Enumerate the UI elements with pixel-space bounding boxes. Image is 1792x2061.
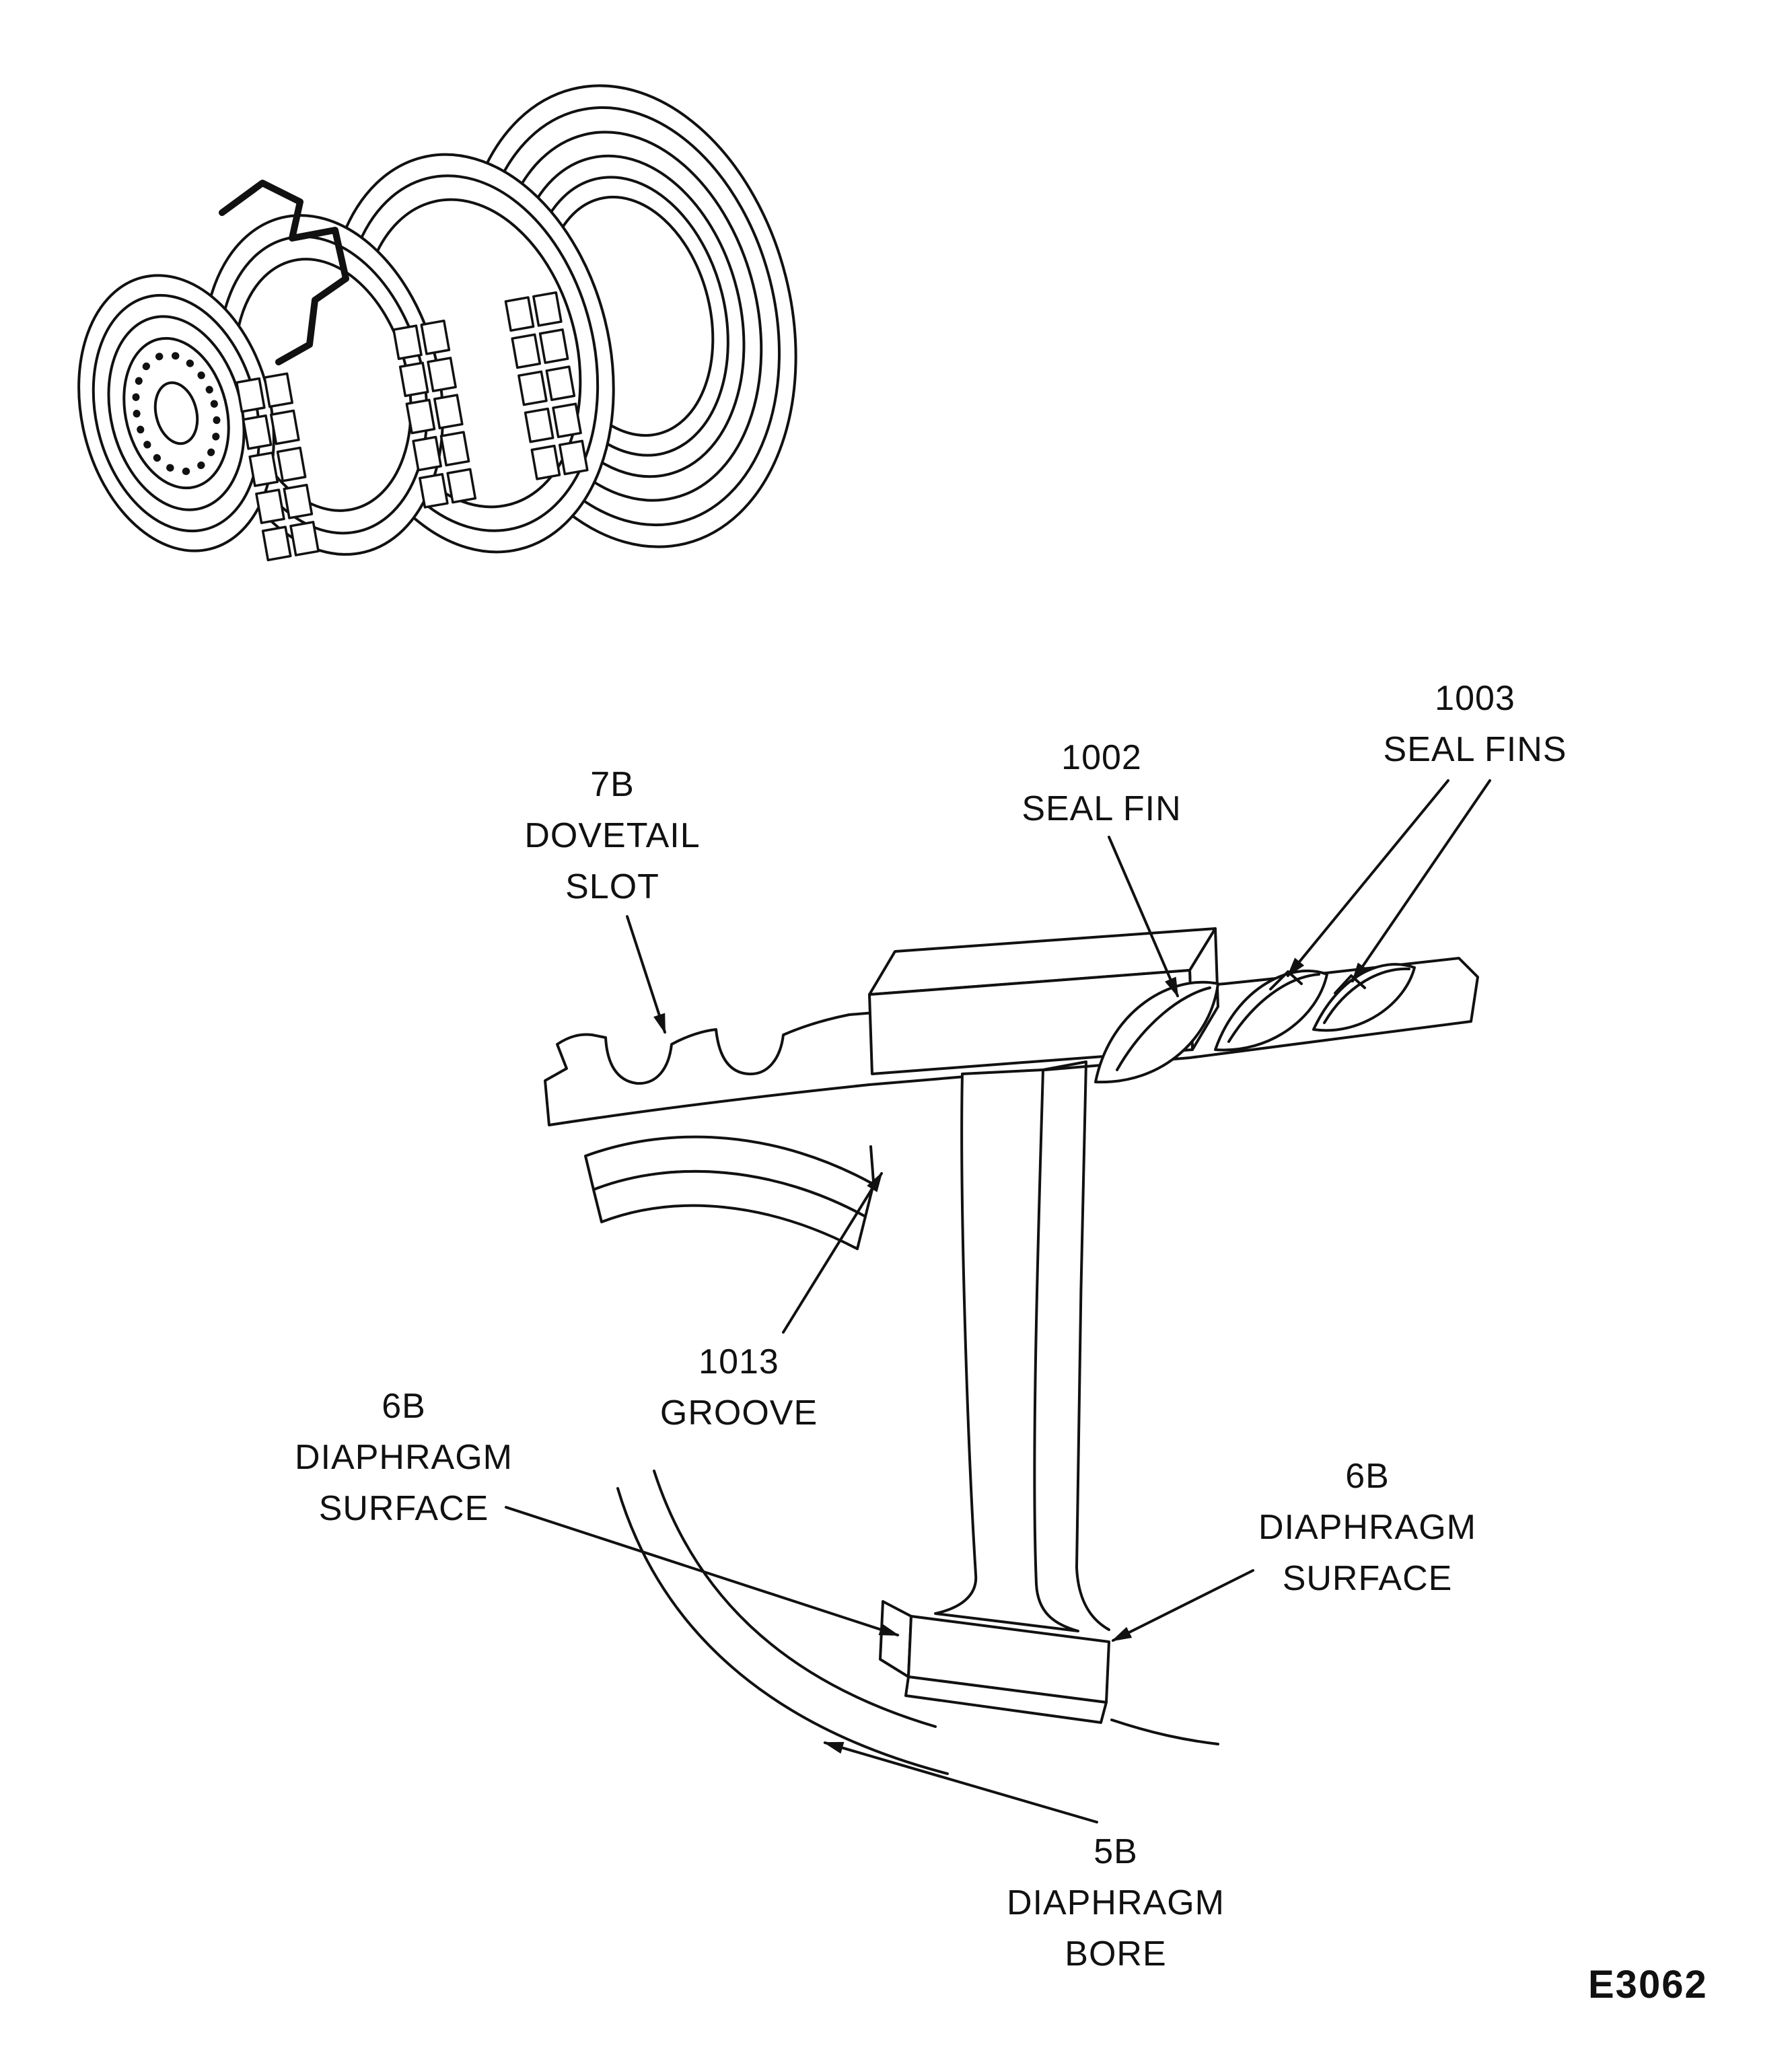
leader-arrow-dovetail-slot <box>626 915 666 1034</box>
seal-fin-ridge-2 <box>1334 974 1366 995</box>
blade-row-band <box>235 291 589 562</box>
callout-line: DOVETAIL <box>524 816 701 855</box>
blade-2 <box>1214 970 1328 1052</box>
leader-arrows <box>505 779 1491 1823</box>
callout-line: SURFACE <box>318 1489 489 1528</box>
callout-seal-fin: 1002 SEAL FIN <box>1022 732 1181 834</box>
callout-line: DIAPHRAGM <box>295 1438 513 1477</box>
callout-dovetail-slot: 7B DOVETAIL SLOT <box>524 759 700 912</box>
callout-groove: 1013 GROOVE <box>660 1336 818 1439</box>
callout-line: SLOT <box>565 867 659 906</box>
callout-diaphragm-bore: 5B DIAPHRAGM BORE <box>1007 1826 1225 1980</box>
callout-line: DIAPHRAGM <box>1007 1883 1225 1922</box>
callout-seal-fins: 1003 SEAL FINS <box>1384 673 1567 775</box>
web-side-edge <box>1042 1060 1110 1631</box>
callout-line: GROOVE <box>659 1394 818 1433</box>
leader-arrow-diaphragm-surface-right <box>1111 1569 1254 1642</box>
leader-arrow-seal-fin <box>1108 836 1179 998</box>
bore-arc-right <box>1110 1719 1219 1745</box>
foot-left-face <box>879 1600 912 1678</box>
blade-2-camber-line <box>1227 973 1320 1043</box>
callout-ref: 6B <box>382 1387 426 1426</box>
leader-arrow-diaphragm-surface-left <box>505 1506 900 1636</box>
diaphragm-section-art <box>544 927 1479 1775</box>
web-front-face <box>934 1069 1079 1632</box>
callout-ref: 1003 <box>1435 679 1515 718</box>
bore-arc-outer <box>616 1487 949 1775</box>
callout-line: SURFACE <box>1282 1559 1453 1598</box>
callout-line: DIAPHRAGM <box>1258 1508 1476 1547</box>
highlighted-section-profile <box>219 180 349 365</box>
callout-ref: 1013 <box>698 1342 779 1381</box>
foot-bottom-face <box>904 1675 1108 1724</box>
callout-line: BORE <box>1065 1935 1167 1974</box>
bore-arc-inner <box>653 1470 937 1728</box>
callout-diaphragm-surface-right: 6B DIAPHRAGM SURFACE <box>1258 1451 1476 1604</box>
callout-ref: 5B <box>1094 1832 1138 1871</box>
callout-ref: 1002 <box>1061 738 1142 777</box>
leader-arrow-seal-fins-a <box>1287 779 1449 978</box>
callout-line: SEAL FIN <box>1022 789 1182 828</box>
groove-step <box>869 1145 875 1183</box>
leader-arrow-groove <box>782 1171 883 1334</box>
callout-diaphragm-surface-left: 6B DIAPHRAGM SURFACE <box>295 1381 513 1534</box>
callout-ref: 7B <box>590 765 635 804</box>
leader-arrow-seal-fins-b <box>1351 779 1491 983</box>
figure-code: E3062 <box>1588 1963 1708 2006</box>
leader-arrow-diaphragm-bore <box>823 1741 1098 1823</box>
cutaway-overview-art <box>77 84 797 562</box>
blade-1-camber-line <box>1116 986 1211 1071</box>
callout-ref: 6B <box>1345 1457 1390 1496</box>
callout-line: SEAL FINS <box>1383 730 1567 769</box>
blade-3 <box>1312 963 1416 1032</box>
